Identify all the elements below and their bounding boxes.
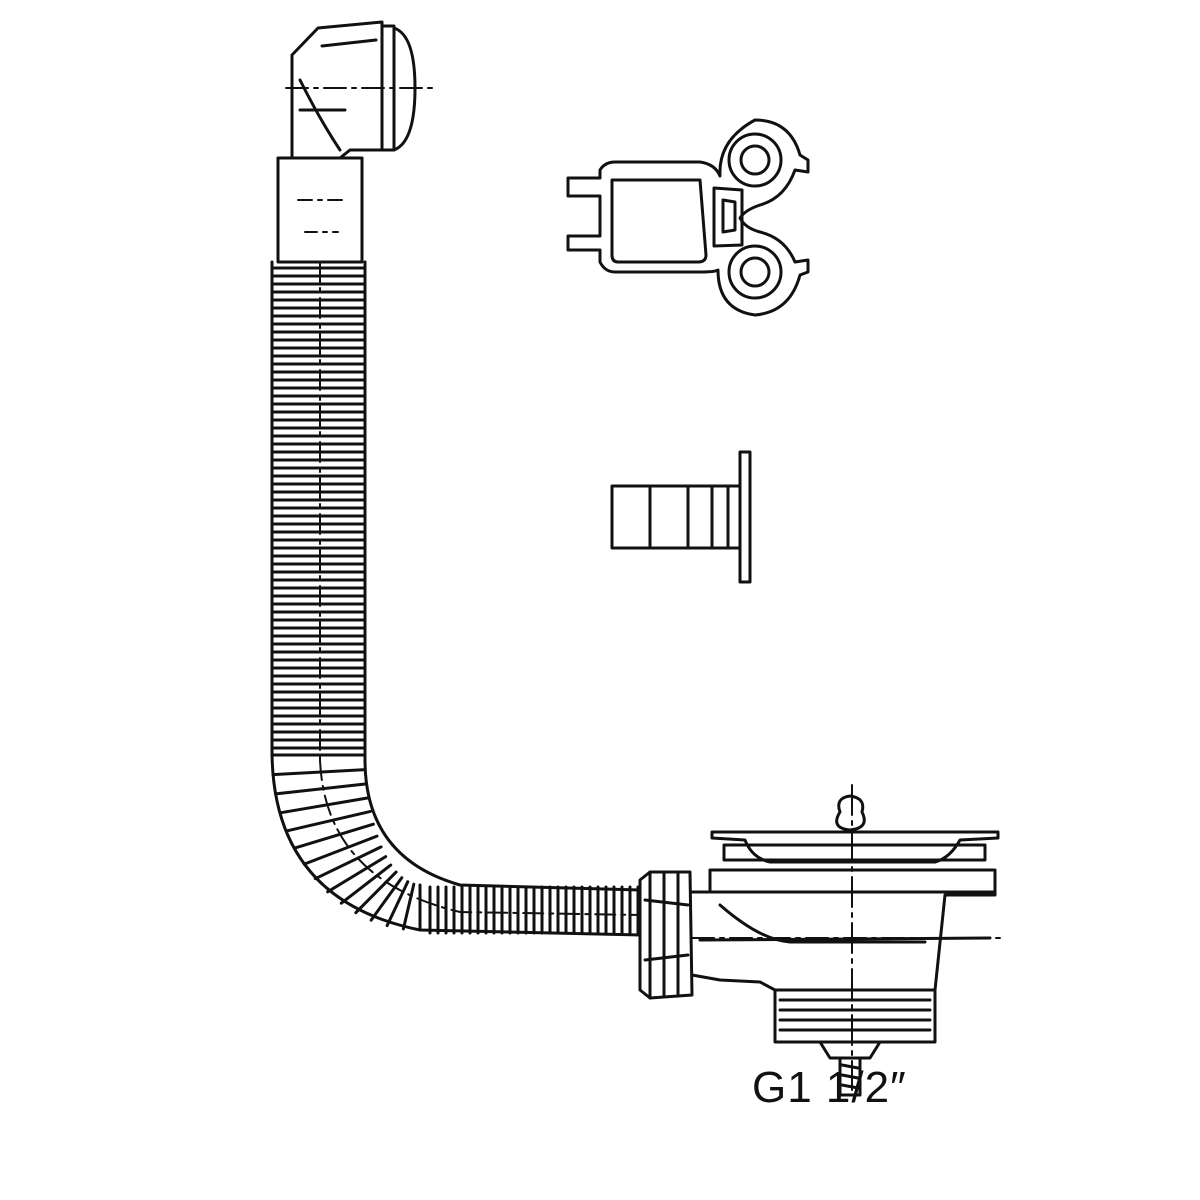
hose-rib: [285, 809, 372, 833]
drain-body: [690, 868, 1001, 992]
hose-rib: [313, 845, 383, 881]
hose-rib: [278, 796, 370, 815]
hose-rib: [271, 768, 367, 777]
hose-rib: [385, 880, 410, 928]
coupling-nut: [638, 870, 694, 1000]
threaded-tail: [773, 988, 937, 1097]
strainer-basket: [710, 794, 1000, 864]
thread-size-label: G1 1/2″: [752, 1063, 907, 1112]
hose-adapter: [276, 156, 364, 264]
hose-rib: [302, 834, 379, 866]
hose-rib: [339, 863, 393, 905]
bush-sleeve: [610, 450, 752, 584]
hose-rib: [401, 882, 416, 931]
corrugated-hose: [270, 260, 642, 937]
hose-rib: [354, 870, 398, 915]
hose-rib: [274, 782, 368, 796]
overflow-head: [285, 20, 436, 160]
hose-rib: [326, 855, 388, 894]
hose-rib: [293, 822, 375, 850]
key-tool: [566, 118, 810, 317]
hose-rib: [369, 876, 404, 922]
